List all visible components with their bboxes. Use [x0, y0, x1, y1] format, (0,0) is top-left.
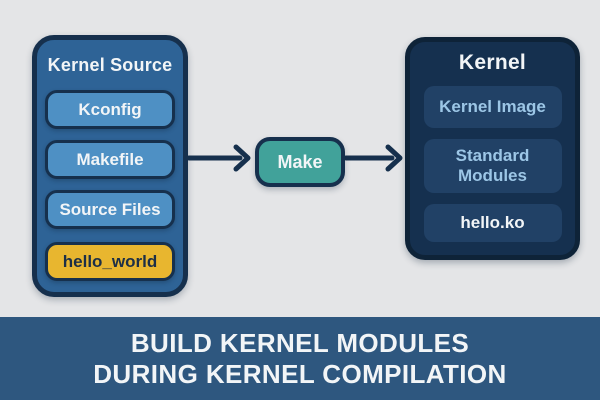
node-hello-ko: hello.ko [423, 204, 562, 242]
node-source-files: Source Files [45, 190, 175, 229]
caption-banner: BUILD KERNEL MODULES DURING KERNEL COMPI… [0, 317, 600, 400]
caption-line-1: BUILD KERNEL MODULES [130, 327, 470, 358]
node-kernel-image: Kernel Image [423, 86, 562, 128]
kernel-box: Kernel Kernel Image Standard Modules hel… [405, 37, 580, 260]
node-makefile: Makefile [45, 140, 175, 179]
kernel-title: Kernel [458, 51, 527, 74]
node-standard-modules: Standard Modules [423, 139, 562, 193]
kernel-source-title: Kernel Source [47, 55, 173, 75]
caption-line-2: DURING KERNEL COMPILATION [93, 358, 507, 389]
node-make: Make [255, 137, 345, 187]
node-kconfig: Kconfig [45, 90, 175, 129]
node-hello-world: hello_world [45, 242, 175, 281]
kernel-source-box: Kernel Source Kconfig Makefile Source Fi… [32, 35, 188, 297]
arrow-source-to-make-icon [186, 144, 251, 172]
arrow-make-to-kernel-icon [343, 144, 403, 172]
